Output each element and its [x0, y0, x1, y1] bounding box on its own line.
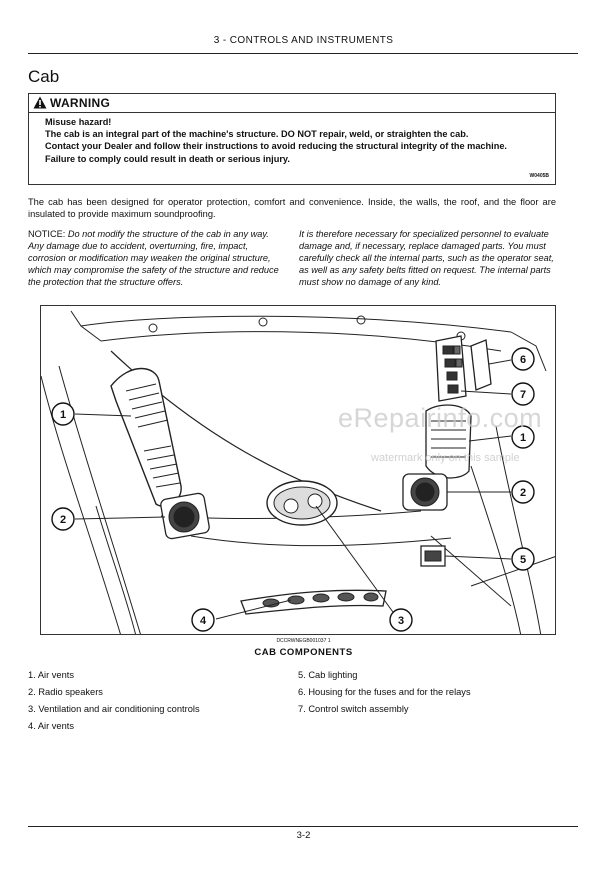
warning-box: WARNING Misuse hazard! The cab is an int…: [28, 93, 556, 185]
svg-text:7: 7: [520, 389, 526, 401]
watermark-brand: eRepairinfo.com: [338, 403, 543, 433]
callout-6: 6: [511, 347, 535, 371]
radio-speaker-right: [402, 473, 448, 511]
notice-left-column: NOTICE: Do not modify the structure of t…: [28, 228, 286, 288]
radio-speaker-left: [160, 492, 210, 540]
footer-divider: [28, 826, 578, 827]
watermark-note: watermark only on this sample: [371, 452, 520, 464]
warning-label: WARNING: [50, 96, 111, 110]
warning-line: The cab is an integral part of the machi…: [45, 129, 469, 140]
callout-1-left: 1: [51, 402, 75, 426]
legend-item: 2. Radio speakers: [28, 687, 103, 697]
legend-item: 1. Air vents: [28, 670, 74, 680]
svg-text:1: 1: [60, 409, 66, 421]
callout-2-right: 2: [511, 480, 535, 504]
section-title: Cab: [28, 67, 60, 86]
svg-text:2: 2: [60, 514, 66, 526]
header-divider: [28, 53, 578, 54]
callout-3: 3: [389, 608, 413, 632]
cab-components-figure: 1 2 3 4 1 2 5 6 7: [40, 305, 556, 635]
warning-triangle-icon: [33, 96, 47, 109]
warning-line: Misuse hazard!: [45, 117, 112, 127]
notice-text-left: Do not modify the structure of the cab i…: [28, 229, 279, 287]
notice-right-column: It is therefore necessary for specialize…: [299, 229, 554, 287]
hvac-control-panel: [266, 480, 338, 526]
svg-text:4: 4: [200, 615, 207, 627]
warning-message: Misuse hazard! The cab is an integral pa…: [45, 116, 545, 165]
legend-item: 3. Ventilation and air conditioning cont…: [28, 704, 200, 714]
callout-5: 5: [511, 547, 535, 571]
cab-illustration: 1 2 3 4 1 2 5 6 7: [41, 310, 555, 634]
fuse-housing: [470, 339, 492, 391]
figure-caption: CAB COMPONENTS: [254, 647, 353, 658]
svg-text:1: 1: [520, 432, 526, 444]
callout-2-left: 2: [51, 507, 75, 531]
air-vent-right: [425, 404, 472, 479]
chapter-header: 3 - CONTROLS AND INSTRUMENTS: [213, 35, 394, 46]
cab-light: [420, 545, 446, 567]
warning-code: W0405B: [529, 173, 549, 179]
legend-item: 5. Cab lighting: [298, 670, 358, 680]
air-vent-left: [110, 367, 182, 507]
warning-header: WARNING: [29, 94, 555, 113]
callout-1-right: 1: [511, 425, 535, 449]
callout-4: 4: [191, 608, 215, 632]
switch-assembly: [435, 335, 467, 402]
callout-7: 7: [511, 382, 535, 406]
intro-paragraph: The cab has been designed for operator p…: [28, 197, 556, 219]
notice-label: NOTICE:: [28, 229, 66, 239]
svg-text:3: 3: [398, 615, 404, 627]
svg-text:5: 5: [520, 554, 526, 566]
legend-item: 4. Air vents: [28, 721, 74, 731]
svg-text:6: 6: [520, 354, 526, 366]
warning-line: Failure to comply could result in death …: [45, 153, 290, 164]
legend-item: 6. Housing for the fuses and for the rel…: [298, 687, 471, 697]
warning-line: Contact your Dealer and follow their ins…: [45, 141, 507, 152]
legend-item: 7. Control switch assembly: [298, 704, 409, 714]
figure-code: DCCRWNEGB001037 1: [276, 638, 331, 644]
page-number: 3-2: [296, 830, 311, 841]
air-vent-front: [240, 589, 387, 615]
svg-text:2: 2: [520, 487, 526, 499]
